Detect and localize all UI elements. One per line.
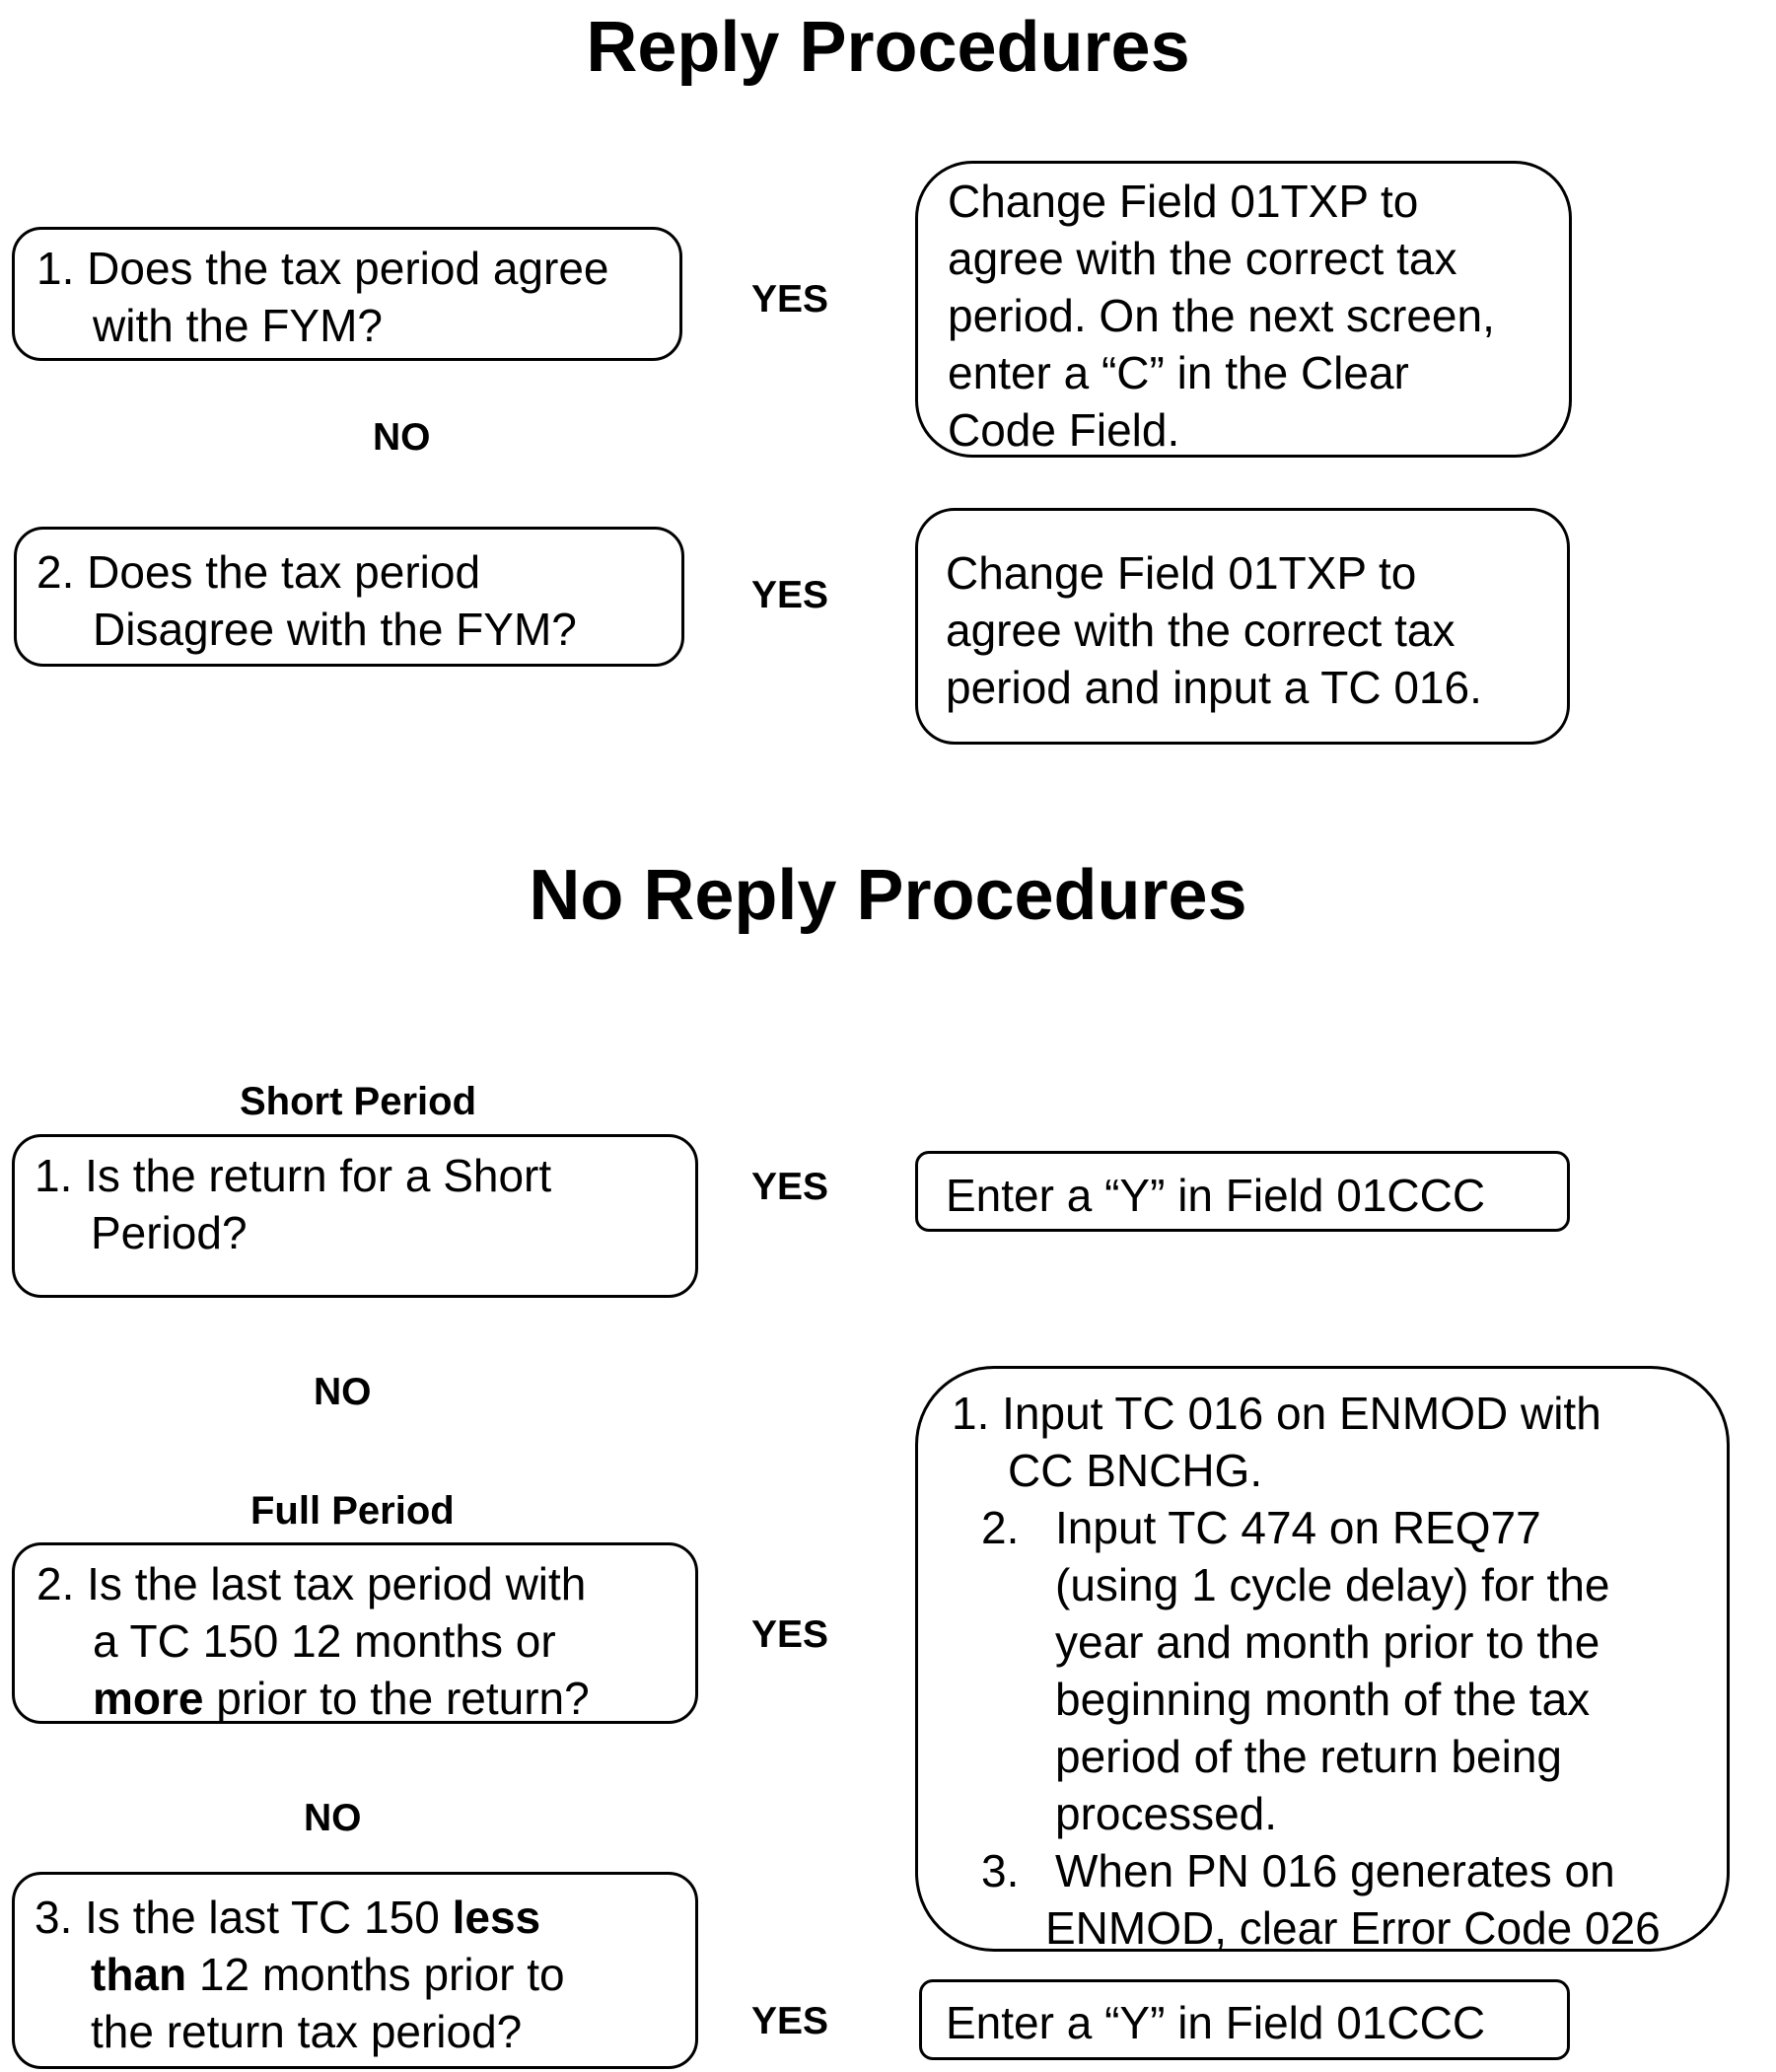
no-reply-answer-2-line: processed. bbox=[1055, 1788, 1278, 1839]
reply-no-label-1: NO bbox=[373, 416, 431, 459]
no-reply-answer-2-line: beginning month of the tax bbox=[1055, 1674, 1591, 1725]
reply-answer-1-line: Change Field 01TXP to bbox=[948, 176, 1419, 227]
no-reply-no-label-2: NO bbox=[304, 1797, 362, 1839]
no-reply-answer-2-line: 3. When PN 016 generates on bbox=[952, 1842, 1727, 1899]
no-reply-answer-2-text: When PN 016 generates on bbox=[1055, 1845, 1615, 1896]
no-reply-answer-2-line: ENMOD, clear Error Code 026 bbox=[1045, 1902, 1661, 1954]
no-reply-procedures-title: No Reply Procedures bbox=[529, 856, 1247, 935]
reply-procedures-title: Reply Procedures bbox=[586, 8, 1190, 87]
no-reply-answer-2-text: Input TC 474 on REQ77 bbox=[1055, 1502, 1541, 1553]
no-reply-yes-label-3: YES bbox=[751, 2000, 829, 2042]
list-number: 3. bbox=[981, 1845, 1020, 1896]
reply-answer-1-line: enter a “C” in the Clear bbox=[948, 347, 1409, 398]
reply-question-1: 1. Does the tax period agree with the FY… bbox=[12, 227, 682, 361]
no-reply-answer-3-line: Enter a “Y” in Field 01CCC bbox=[946, 1997, 1486, 2048]
no-reply-question-3-line: than 12 months prior to bbox=[35, 1946, 695, 2003]
reply-answer-2-line: agree with the correct tax bbox=[946, 605, 1456, 656]
reply-answer-2-line: period and input a TC 016. bbox=[946, 662, 1482, 713]
reply-question-2: 2. Does the tax period Disagree with the… bbox=[14, 527, 684, 667]
reply-answer-2-line: Change Field 01TXP to bbox=[946, 547, 1417, 599]
no-reply-question-3-line: the return tax period? bbox=[91, 2006, 523, 2057]
no-reply-yes-label-2: YES bbox=[751, 1613, 829, 1656]
reply-question-2-line: Disagree with the FYM? bbox=[93, 604, 577, 655]
no-reply-answer-2-line: CC BNCHG. bbox=[1008, 1445, 1263, 1496]
no-reply-question-3-text: 12 months prior to bbox=[186, 1949, 565, 2000]
reply-question-1-line: with the FYM? bbox=[93, 300, 383, 351]
no-reply-answer-2-line: 2. Input TC 474 on REQ77 bbox=[952, 1499, 1727, 1556]
emphasis-less: less bbox=[452, 1892, 541, 1943]
no-reply-answer-2-line: period of the return being bbox=[1055, 1731, 1563, 1782]
emphasis-more: more bbox=[93, 1673, 204, 1724]
no-reply-question-2: 2. Is the last tax period with a TC 150 … bbox=[12, 1542, 698, 1724]
no-reply-question-2-text: prior to the return? bbox=[203, 1673, 590, 1724]
no-reply-answer-3: Enter a “Y” in Field 01CCC bbox=[919, 1979, 1570, 2060]
no-reply-question-2-line: more prior to the return? bbox=[36, 1670, 695, 1727]
reply-answer-2: Change Field 01TXP to agree with the cor… bbox=[915, 508, 1570, 745]
no-reply-question-1: 1. Is the return for a Short Period? bbox=[12, 1134, 698, 1298]
no-reply-answer-2-line: year and month prior to the bbox=[1055, 1616, 1600, 1668]
no-reply-answer-1-line: Enter a “Y” in Field 01CCC bbox=[946, 1170, 1486, 1221]
reply-answer-1: Change Field 01TXP to agree with the cor… bbox=[915, 161, 1572, 458]
reply-answer-1-line: agree with the correct tax bbox=[948, 233, 1457, 284]
no-reply-question-1-line: 1. Is the return for a Short bbox=[35, 1150, 552, 1201]
no-reply-question-2-line: a TC 150 12 months or bbox=[93, 1615, 556, 1667]
reply-yes-label-2: YES bbox=[751, 574, 829, 616]
no-reply-answer-2-line: 1. Input TC 016 on ENMOD with bbox=[952, 1388, 1601, 1439]
no-reply-question-3: 3. Is the last TC 150 less than 12 month… bbox=[12, 1872, 698, 2069]
no-reply-no-label-1: NO bbox=[314, 1371, 372, 1413]
no-reply-question-2-line: 2. Is the last tax period with bbox=[36, 1558, 587, 1609]
reply-answer-1-line: Code Field. bbox=[948, 404, 1180, 456]
reply-question-1-line: 1. Does the tax period agree bbox=[36, 243, 609, 294]
reply-yes-label-1: YES bbox=[751, 278, 829, 321]
full-period-heading: Full Period bbox=[250, 1489, 455, 1533]
no-reply-answer-1: Enter a “Y” in Field 01CCC bbox=[915, 1151, 1570, 1232]
no-reply-answer-2: 1. Input TC 016 on ENMOD with CC BNCHG. … bbox=[915, 1366, 1730, 1954]
list-number: 2. bbox=[981, 1502, 1020, 1553]
no-reply-question-3-line: 3. Is the last TC 150 less bbox=[35, 1889, 695, 1946]
no-reply-yes-label-1: YES bbox=[751, 1166, 829, 1208]
emphasis-than: than bbox=[91, 1949, 187, 2000]
no-reply-question-3-text: 3. Is the last TC 150 bbox=[35, 1892, 453, 1943]
reply-question-2-line: 2. Does the tax period bbox=[36, 546, 481, 598]
no-reply-question-1-line: Period? bbox=[91, 1207, 248, 1258]
reply-answer-1-line: period. On the next screen, bbox=[948, 290, 1495, 341]
short-period-heading: Short Period bbox=[240, 1080, 477, 1123]
no-reply-answer-2-line: (using 1 cycle delay) for the bbox=[1055, 1559, 1610, 1610]
